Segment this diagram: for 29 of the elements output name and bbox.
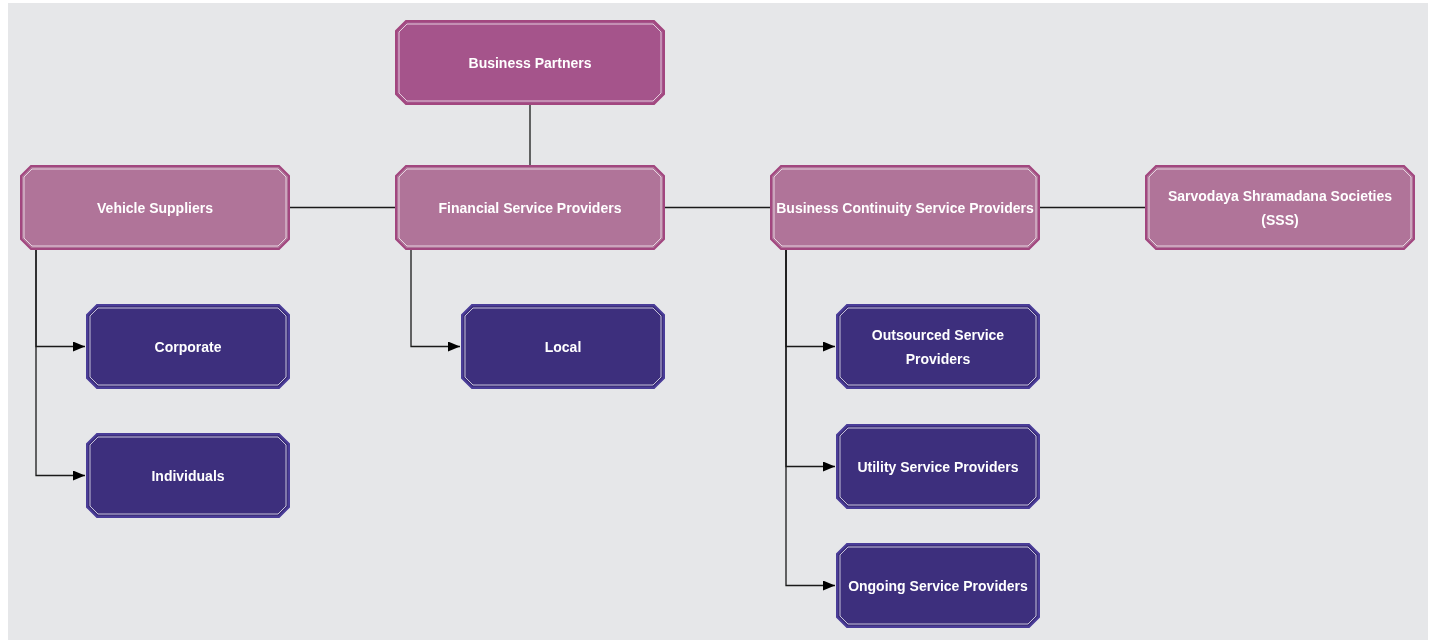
node-label: Outsourced Service Providers bbox=[870, 325, 1006, 369]
node-label: Individuals bbox=[150, 466, 226, 486]
node-label: Business Partners bbox=[467, 53, 593, 73]
node-label: Ongoing Service Providers bbox=[847, 576, 1029, 596]
connector-line bbox=[785, 249, 836, 591]
node-label: Sarvodaya Shramadana Societies (SSS) bbox=[1166, 186, 1394, 230]
connector-line bbox=[1039, 206, 1146, 209]
node-label: Business Continuity Service Providers bbox=[775, 198, 1035, 218]
connector-line bbox=[529, 104, 531, 166]
category-box bbox=[836, 304, 1040, 389]
connector-line bbox=[410, 249, 461, 352]
connector-line bbox=[289, 206, 396, 209]
category-box bbox=[836, 424, 1040, 509]
node-label: Corporate bbox=[153, 337, 223, 357]
category-box bbox=[461, 304, 665, 389]
group-box bbox=[770, 165, 1040, 250]
category-box bbox=[836, 543, 1040, 628]
group-box bbox=[395, 165, 665, 250]
node-label: Local bbox=[543, 337, 583, 357]
group-box bbox=[1145, 165, 1415, 250]
group-box bbox=[395, 20, 665, 105]
group-box bbox=[20, 165, 290, 250]
category-box bbox=[86, 304, 290, 389]
category-box bbox=[86, 433, 290, 518]
connector-line bbox=[35, 249, 86, 481]
node-label: Vehicle Suppliers bbox=[96, 198, 214, 218]
connector-line bbox=[664, 206, 771, 209]
node-label: Financial Service Providers bbox=[437, 198, 623, 218]
node-label: Utility Service Providers bbox=[856, 457, 1020, 477]
